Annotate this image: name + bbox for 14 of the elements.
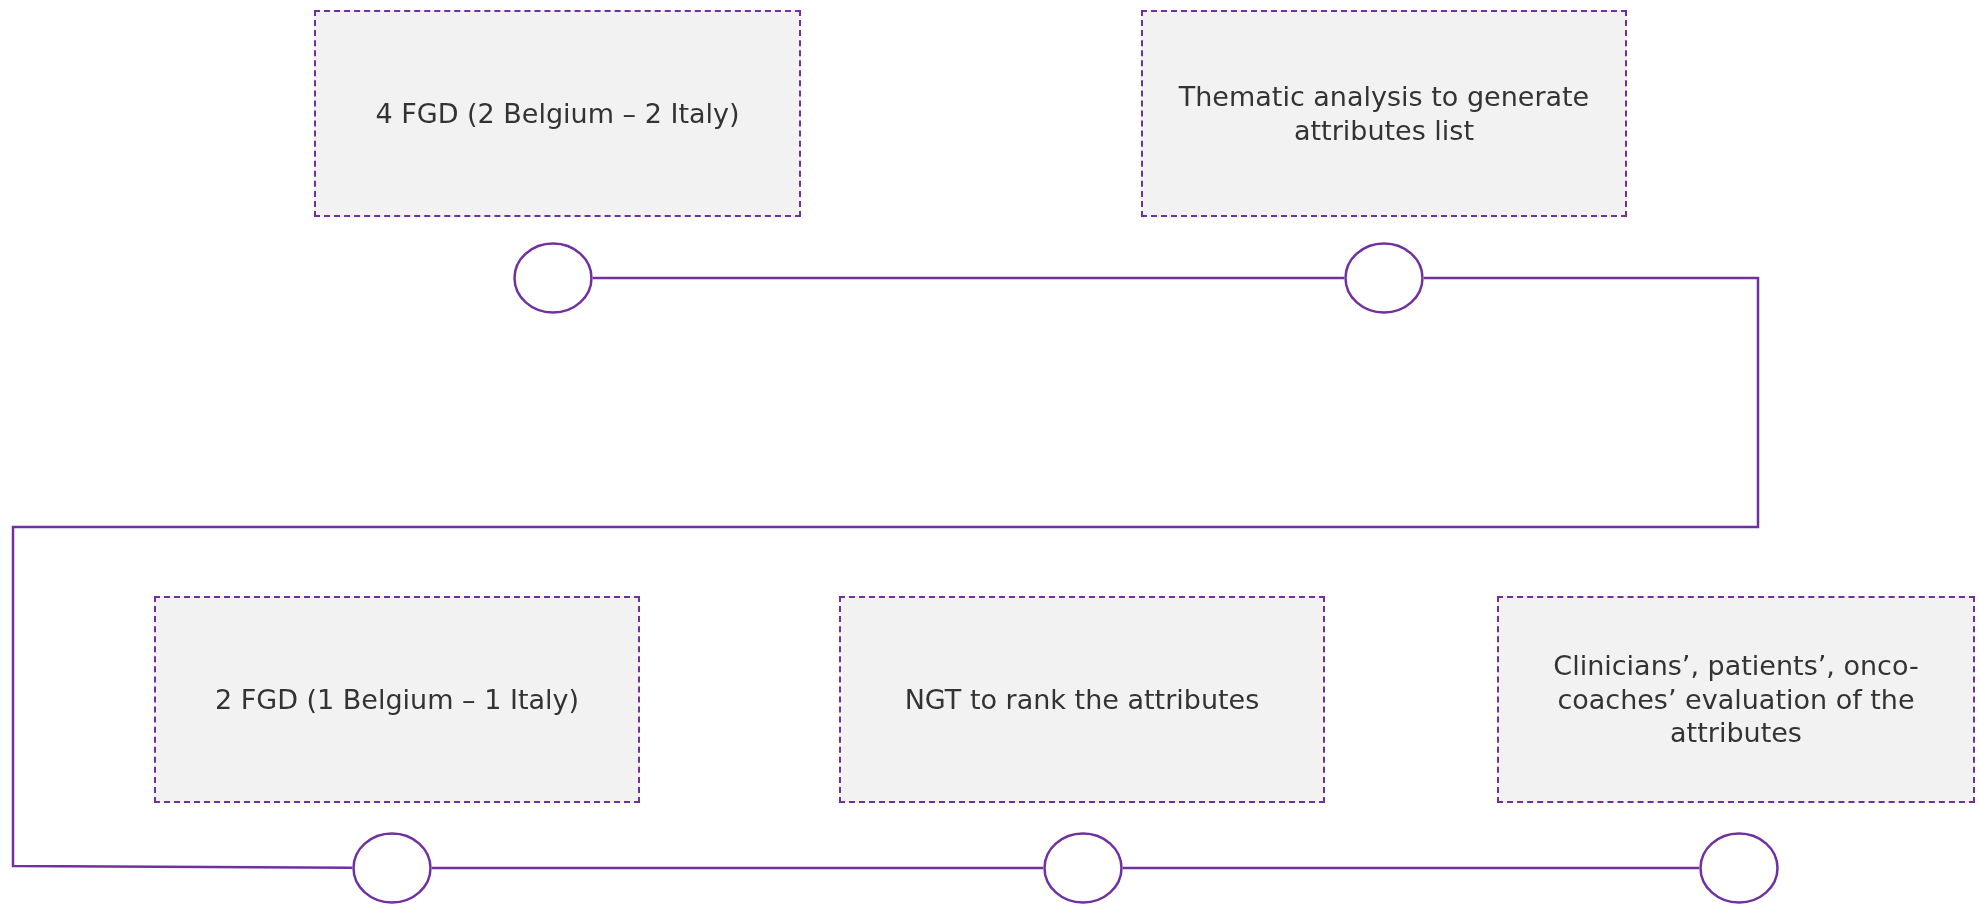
step-text: 2 FGD (1 Belgium – 1 Italy): [214, 682, 580, 717]
step-text: Thematic analysis to generate attributes list: [1177, 79, 1591, 148]
connector-line: [11, 276, 1760, 870]
step-text: 4 FGD (2 Belgium – 2 Italy): [375, 96, 740, 131]
step-text: NGT to rank the attributes: [904, 682, 1260, 717]
step-text: Clinicians’, patients’, onco-coaches’ evaluation of the attributes: [1552, 648, 1920, 751]
connector-line: [432, 866, 1043, 870]
step-box: [1497, 596, 1975, 803]
step-box: [1141, 10, 1627, 217]
step-box: [839, 596, 1325, 803]
step-box: [154, 596, 640, 803]
connector-line: [593, 276, 1344, 280]
step-box: [314, 10, 801, 217]
connector-line: [1123, 866, 1699, 870]
